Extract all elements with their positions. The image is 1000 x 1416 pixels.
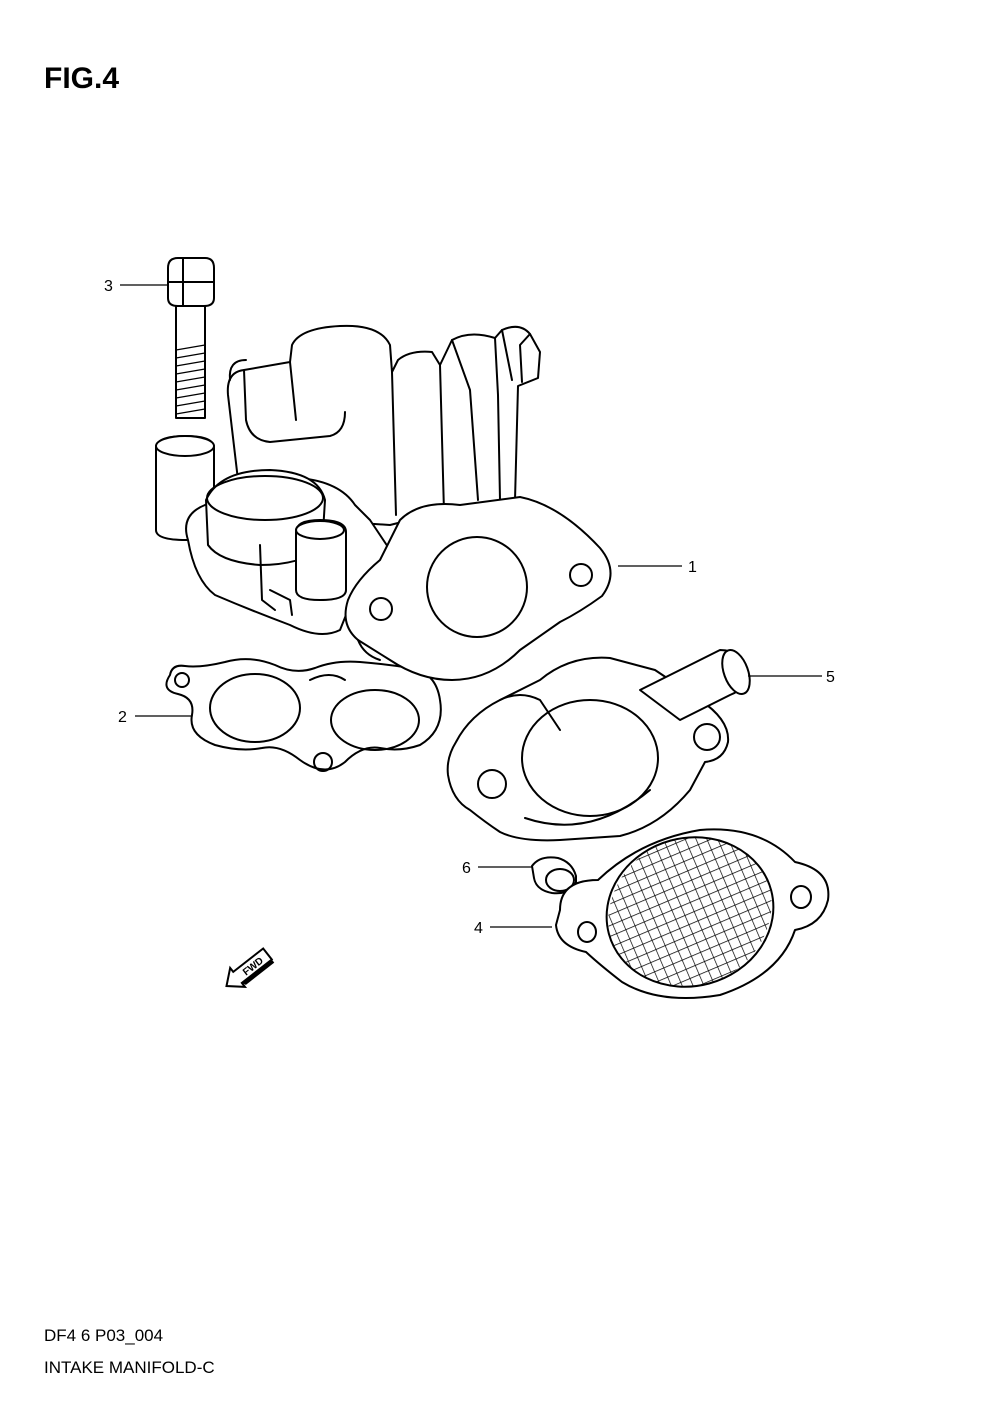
callout-6: 6: [462, 860, 471, 877]
callout-4: 4: [474, 920, 483, 937]
part-1-intake-manifold: [155, 324, 612, 681]
leader-lines: [120, 284, 822, 928]
figure-title: FIG.4: [44, 62, 120, 95]
part-3-bolt: [167, 257, 215, 419]
diagram-subtitle: INTAKE MANIFOLD-C: [44, 1358, 215, 1377]
fwd-arrow-icon: FWD: [225, 947, 275, 988]
part-5-spacer: [446, 649, 751, 842]
part-6-dowel: [531, 856, 577, 895]
callout-5: 5: [826, 669, 835, 686]
callout-2: 2: [118, 709, 127, 726]
callout-1: 1: [688, 559, 697, 576]
diagram-code: DF4 6 P03_004: [44, 1326, 164, 1345]
part-4-screen-gasket: [555, 828, 830, 999]
part-2-gasket: [165, 658, 442, 772]
callout-3: 3: [104, 278, 113, 295]
